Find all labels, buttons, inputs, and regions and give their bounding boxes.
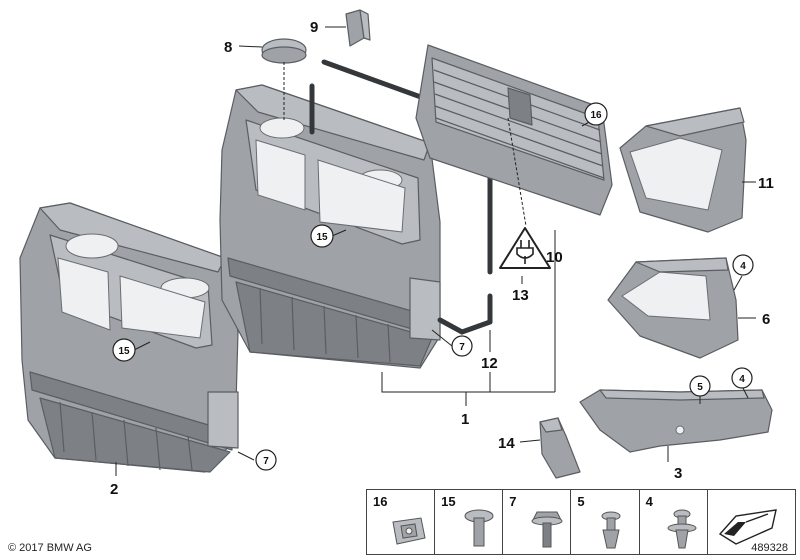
legend-number: 4 [645, 494, 653, 509]
circled-callout-15b: 15 [112, 338, 136, 362]
air-duct-11 [619, 107, 747, 233]
drawing-number: 489328 [751, 542, 788, 554]
copyright-notice: © 2017 BMW AG [8, 542, 92, 554]
svg-text:4: 4 [740, 261, 746, 272]
circled-callout-7b: 7 [255, 449, 277, 471]
air-flap-control-10 [415, 44, 613, 216]
circled-callout-4a: 4 [732, 254, 754, 276]
legend-cell-overview [708, 490, 795, 554]
legend-number: 15 [441, 494, 456, 509]
svg-text:7: 7 [263, 456, 269, 467]
callout-12: 12 [481, 355, 498, 372]
legend-cell-16: 16 [367, 490, 436, 554]
callout-10: 10 [546, 249, 563, 266]
callout-3: 3 [674, 465, 682, 482]
legend-number: 5 [577, 494, 585, 509]
legend-number: 7 [509, 494, 517, 509]
callout-6: 6 [762, 311, 770, 328]
circled-callout-16: 16 [584, 102, 608, 126]
callout-1: 1 [461, 411, 469, 428]
callout-9: 9 [310, 19, 318, 36]
air-duct-6 [607, 257, 739, 359]
callout-13: 13 [512, 287, 529, 304]
legend-cell-5: 5 [571, 490, 640, 554]
legend-cell-7: 7 [503, 490, 572, 554]
front-air-duct-frame-2 [19, 202, 239, 473]
circled-callout-7a: 7 [451, 335, 473, 357]
circled-callout-4b: 4 [731, 367, 753, 389]
screw-icon [531, 511, 563, 548]
svg-text:4: 4 [739, 374, 745, 385]
air-duct-frame-1 [219, 84, 441, 369]
clip-9 [345, 9, 371, 47]
circled-callout-5: 5 [689, 375, 711, 397]
bracket-14 [539, 417, 581, 479]
leader-lines [115, 26, 756, 476]
legend-number: 16 [373, 494, 388, 509]
legend-cell-4: 4 [640, 490, 708, 554]
warning-triangle-icon [499, 227, 551, 269]
cover-8 [261, 38, 307, 64]
svg-text:15: 15 [118, 346, 130, 357]
legend-cell-15: 15 [435, 490, 504, 554]
fastener-legend: 16 15 7 5 4 [366, 489, 796, 555]
circled-callout-15a: 15 [310, 224, 334, 248]
installation-location-icon [718, 509, 777, 545]
callout-11: 11 [758, 175, 774, 192]
callout-14: 14 [498, 435, 515, 452]
svg-text:7: 7 [459, 342, 465, 353]
svg-text:16: 16 [590, 110, 602, 121]
callout-2: 2 [110, 481, 118, 498]
expanding-rivet-icon [601, 511, 621, 549]
push-clip-icon [667, 509, 697, 549]
svg-text:15: 15 [316, 232, 328, 243]
clip-nut-icon [392, 517, 426, 545]
bracket-3 [579, 389, 773, 453]
svg-text:5: 5 [697, 382, 703, 393]
rivet-icon [464, 509, 494, 547]
callout-8: 8 [224, 39, 232, 56]
